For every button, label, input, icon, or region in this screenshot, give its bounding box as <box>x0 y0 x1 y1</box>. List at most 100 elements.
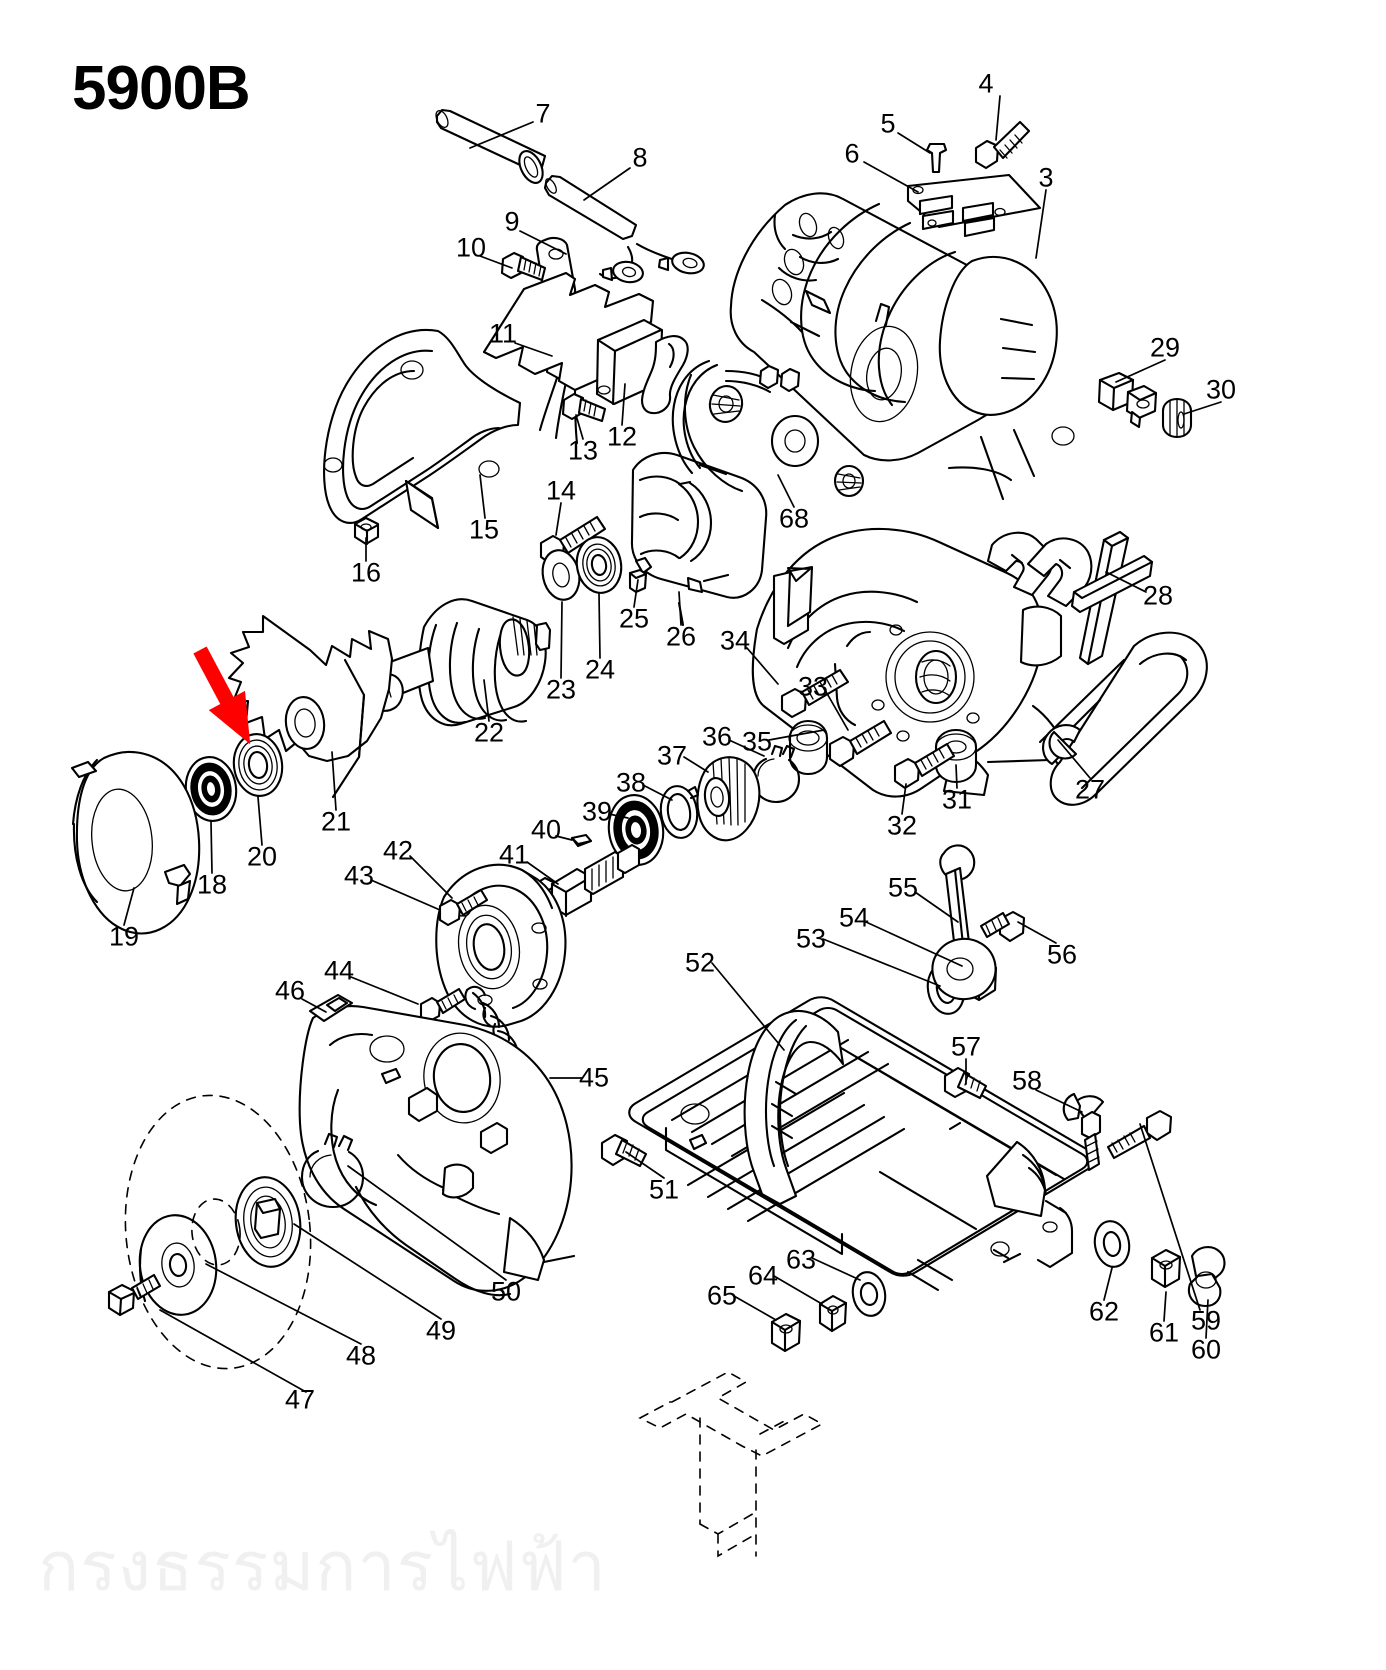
callout-number-65: 65 <box>706 1280 738 1311</box>
callout-number-45: 45 <box>578 1062 610 1093</box>
callout-number-58: 58 <box>1011 1065 1043 1096</box>
callout-number-19: 19 <box>108 921 140 952</box>
callout-number-31: 31 <box>941 784 973 815</box>
part-32-shape <box>893 742 956 790</box>
callout-number-36: 36 <box>701 721 733 752</box>
part-28-shape <box>986 530 1154 666</box>
callout-number-38: 38 <box>615 767 647 798</box>
part-12-shape <box>482 271 689 415</box>
callout-number-44: 44 <box>323 955 355 986</box>
part-43-shape <box>438 888 489 927</box>
part-29-shape <box>1097 371 1158 429</box>
callout-number-28: 28 <box>1142 580 1174 611</box>
callout-number-34: 34 <box>719 625 751 656</box>
page-title: 5900B <box>72 54 251 123</box>
part-51-shape <box>600 1133 648 1168</box>
part-24-shape <box>575 536 623 594</box>
callout-number-56: 56 <box>1046 939 1078 970</box>
callout-number-30: 30 <box>1205 374 1237 405</box>
callout-number-60: 60 <box>1190 1334 1222 1365</box>
callout-number-47: 47 <box>284 1384 316 1415</box>
callout-number-52: 52 <box>684 947 716 978</box>
callout-number-24: 24 <box>584 654 616 685</box>
part-55-shape <box>931 844 998 1002</box>
part-33-shape <box>828 719 893 768</box>
callout-number-20: 20 <box>246 841 278 872</box>
part-65-shape <box>770 1312 802 1353</box>
callout-number-50: 50 <box>490 1276 522 1307</box>
callout-number-7: 7 <box>535 98 551 129</box>
part-46-shape <box>298 993 576 1297</box>
callout-number-62: 62 <box>1088 1296 1120 1327</box>
part-64-shape <box>818 1294 848 1333</box>
part-59-shape <box>1106 1109 1173 1160</box>
callout-number-13: 13 <box>567 435 599 466</box>
callout-number-57: 57 <box>950 1031 982 1062</box>
callout-number-27: 27 <box>1074 774 1106 805</box>
callout-number-32: 32 <box>886 810 918 841</box>
callout-number-35: 35 <box>741 726 773 757</box>
callout-number-59: 59 <box>1190 1305 1222 1336</box>
callout-number-64: 64 <box>747 1260 779 1291</box>
part-5-shape <box>925 142 948 174</box>
part-50-shape <box>300 1132 365 1209</box>
part-13-shape <box>561 392 607 423</box>
part-20-shape <box>232 733 284 797</box>
part-18-shape <box>184 756 238 822</box>
watermark-text: กรงธรรมการไฟฟ้า <box>38 1528 607 1607</box>
callout-number-12: 12 <box>606 421 638 452</box>
saw-blade-dashed-outline <box>124 1094 312 1370</box>
part-wiring-shape <box>671 359 865 498</box>
callout-number-55: 55 <box>887 872 919 903</box>
callout-number-49: 49 <box>425 1315 457 1346</box>
part-3-shape <box>729 192 1075 501</box>
dashed-workpiece-marker <box>638 1371 824 1558</box>
part-15-shape <box>323 328 522 530</box>
callout-number-25: 25 <box>618 603 650 634</box>
part-47-shape <box>107 1273 162 1317</box>
part-68-shape <box>630 451 768 599</box>
callout-number-16: 16 <box>350 557 382 588</box>
callout-number-48: 48 <box>345 1340 377 1371</box>
callout-number-41: 41 <box>498 839 530 870</box>
callout-number-22: 22 <box>473 717 505 748</box>
part-63-shape <box>851 1271 887 1317</box>
part-37-shape <box>696 756 761 842</box>
part-31-shape <box>934 728 978 784</box>
callout-number-63: 63 <box>785 1244 817 1275</box>
callout-number-10: 10 <box>455 232 487 263</box>
red-arrow-to-part-20 <box>193 646 251 745</box>
callout-number-40: 40 <box>530 814 562 845</box>
callout-number-8: 8 <box>632 142 648 173</box>
part-7-shape <box>435 108 547 184</box>
part-34-shape <box>780 668 850 719</box>
callout-number-43: 43 <box>343 860 375 891</box>
callout-number-39: 39 <box>581 796 613 827</box>
part-6-shape <box>906 173 1042 238</box>
part-53-shape <box>743 1010 845 1206</box>
part-40-shape <box>570 833 593 848</box>
part-52-shape <box>628 996 1096 1292</box>
part-10-shape <box>500 251 547 282</box>
part-4-shape <box>974 120 1031 170</box>
callout-number-15: 15 <box>468 514 500 545</box>
callout-number-51: 51 <box>648 1174 680 1205</box>
callout-number-37: 37 <box>656 740 688 771</box>
part-16-shape <box>353 516 380 546</box>
part-39-shape <box>607 794 665 866</box>
callout-number-29: 29 <box>1149 332 1181 363</box>
callout-number-4: 4 <box>978 68 994 99</box>
callout-number-54: 54 <box>838 902 870 933</box>
callout-number-6: 6 <box>844 138 860 169</box>
callout-number-42: 42 <box>382 835 414 866</box>
callout-number-61: 61 <box>1148 1317 1180 1348</box>
callout-number-26: 26 <box>665 621 697 652</box>
callout-number-14: 14 <box>545 475 577 506</box>
part-49-shape <box>234 1176 302 1268</box>
part-57-shape <box>943 1066 988 1100</box>
callout-number-33: 33 <box>797 671 829 702</box>
